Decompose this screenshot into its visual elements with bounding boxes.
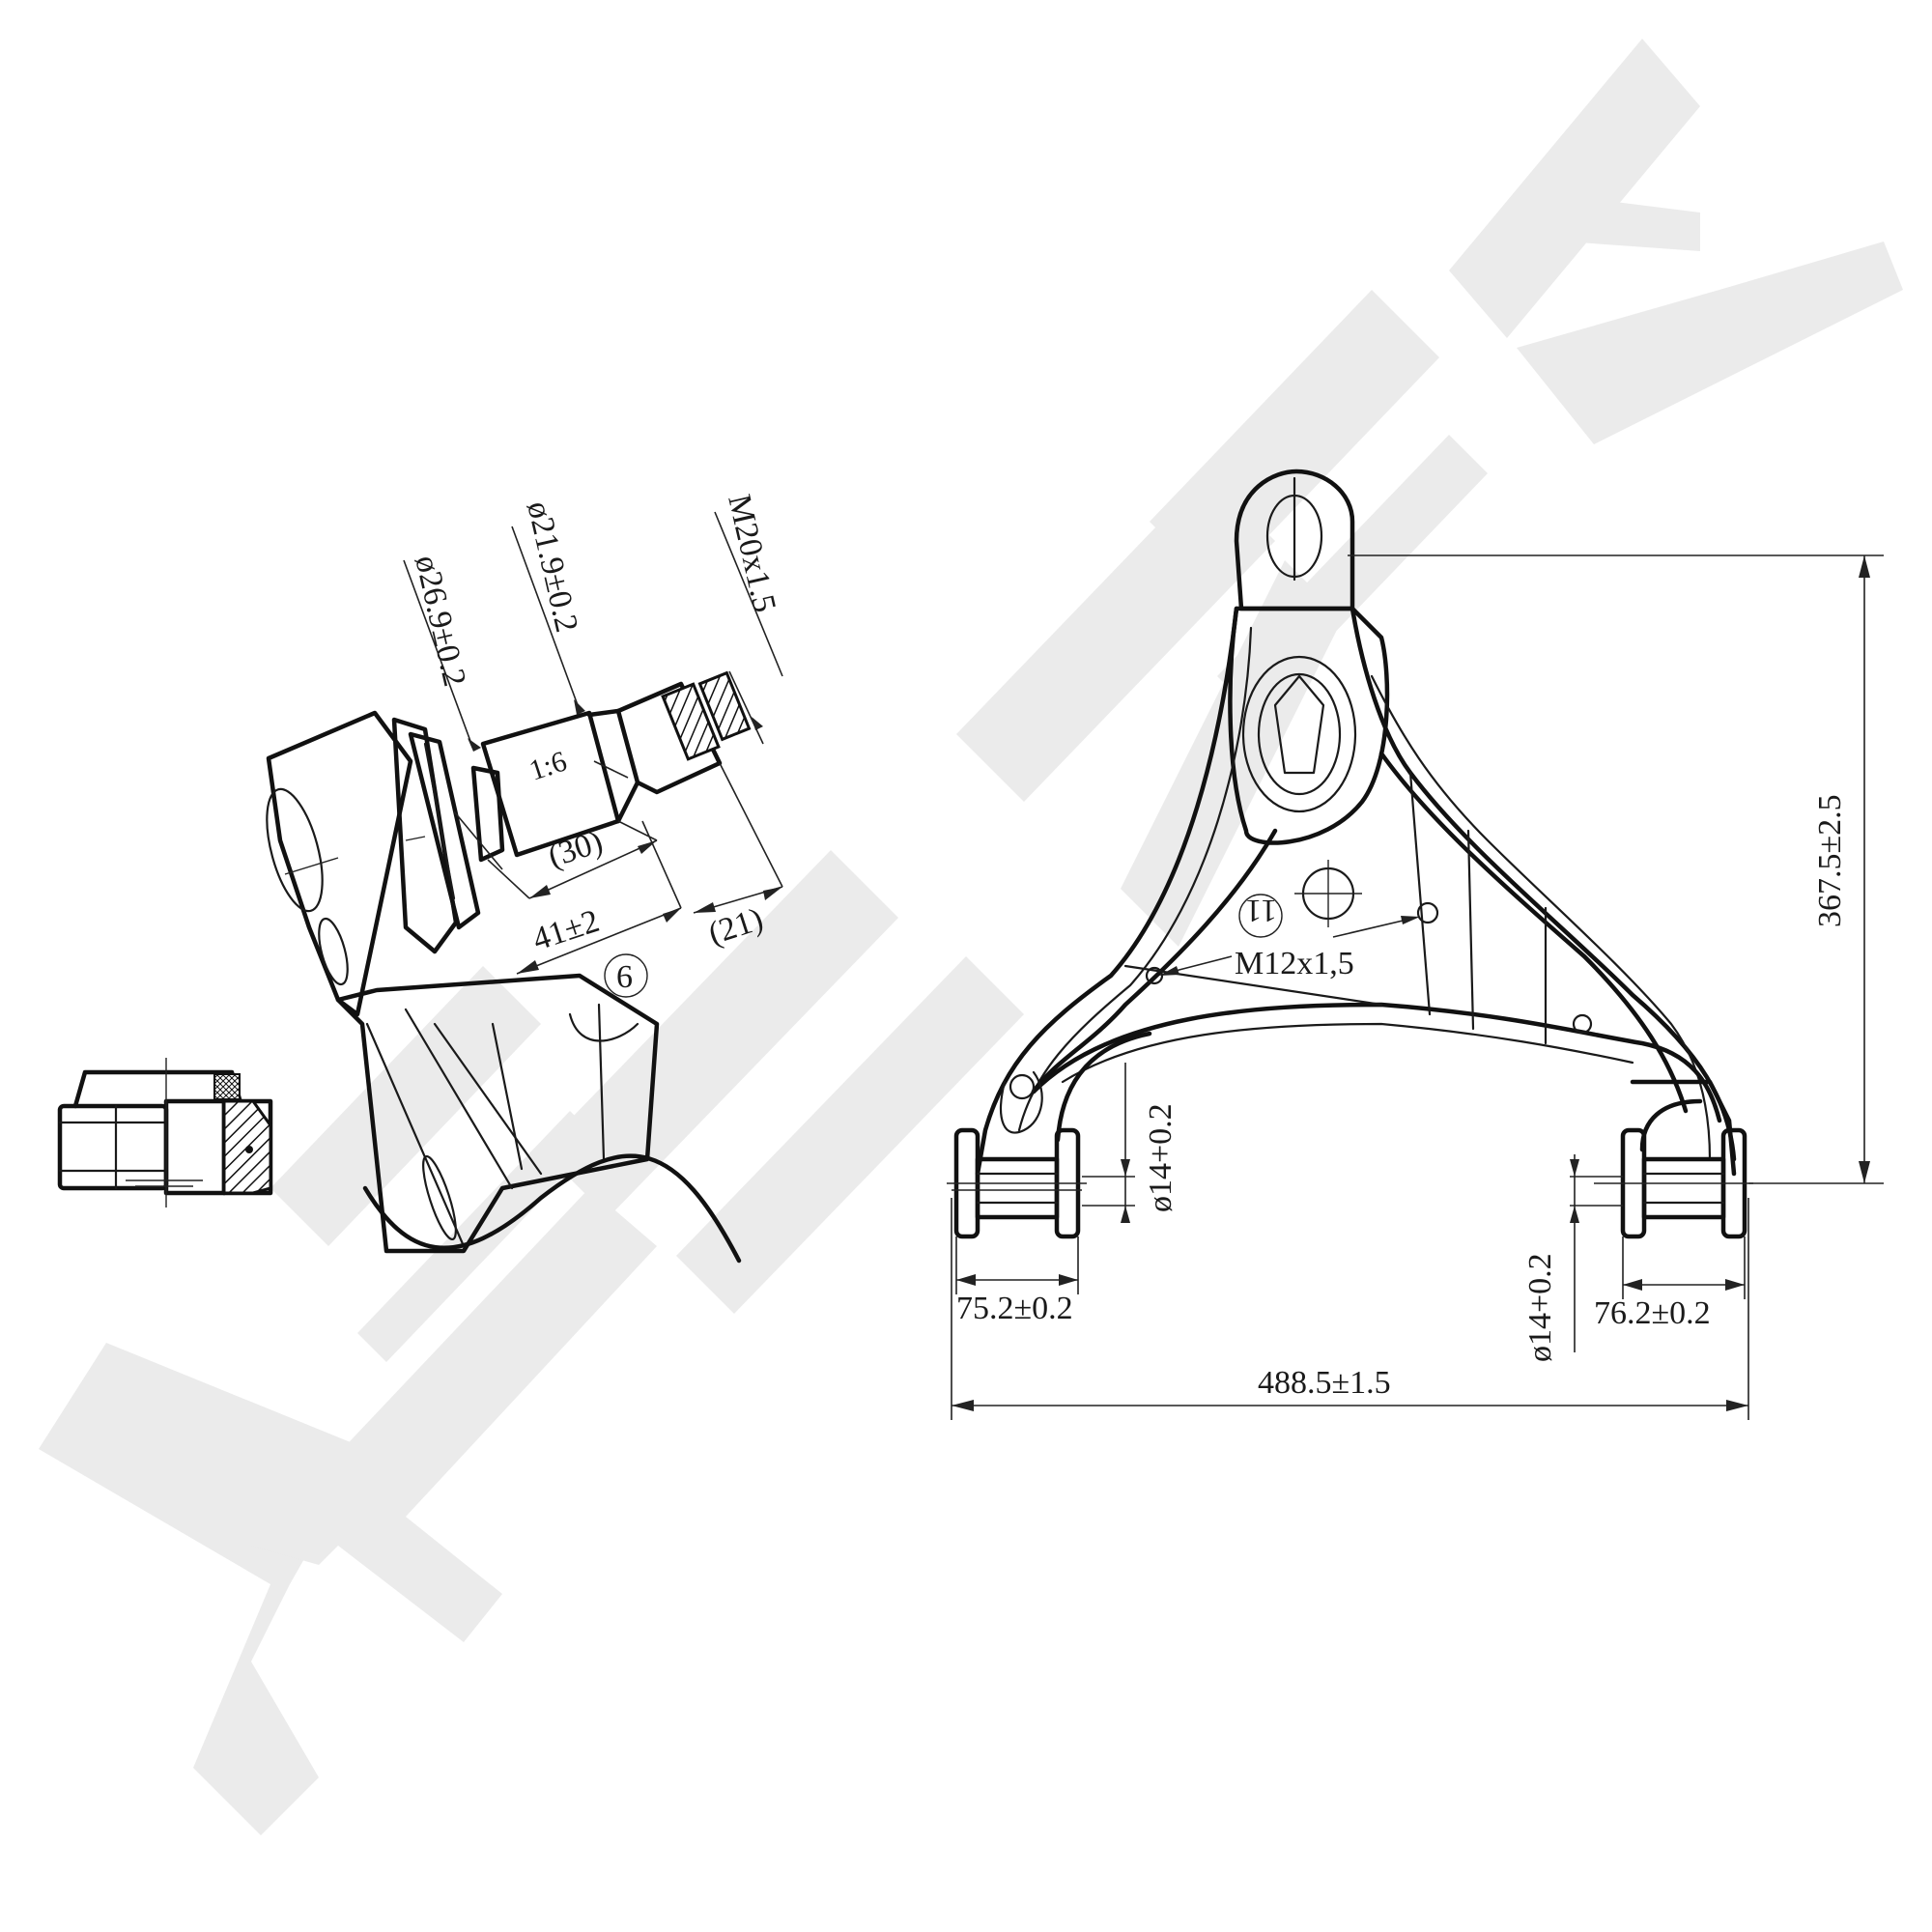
- overall-width-label: 488.5±1.5: [1258, 1365, 1391, 1401]
- thread-hole-label: M12x1,5: [1235, 946, 1354, 981]
- thread-label: M20x1.5: [721, 491, 782, 615]
- bushing-right-diameter-label: ø14+0.2: [1522, 1253, 1558, 1362]
- callout-11-circle: [1238, 894, 1283, 938]
- callout-6-circle: [604, 953, 648, 998]
- left-bushing: [947, 1127, 1087, 1239]
- diameter-inner-label: ø21.9±0.2: [520, 497, 584, 635]
- ball-joint-side-view: [266, 511, 783, 1264]
- control-arm-front-view: [947, 469, 1884, 1420]
- watermark-logo: [39, 39, 1903, 1835]
- bushing-right-width-label: 76.2±0.2: [1594, 1295, 1711, 1331]
- right-bushing: [1594, 1127, 1753, 1239]
- bushing-left-diameter-label: ø14+0.2: [1143, 1103, 1179, 1212]
- height-label: 367.5±2.5: [1812, 794, 1848, 927]
- taper-label: 1:6: [526, 745, 571, 786]
- lock-nut-icon: [57, 1058, 273, 1208]
- bushing-left-width-label: 75.2±0.2: [956, 1291, 1073, 1326]
- callout-11-label: 11: [1245, 893, 1277, 928]
- callout-6-label: 6: [616, 959, 633, 995]
- length-41-label: 41±2: [528, 903, 604, 958]
- diameter-outer-label: ø26.9±0.2: [408, 552, 472, 689]
- crosshair-marker: [1294, 860, 1362, 927]
